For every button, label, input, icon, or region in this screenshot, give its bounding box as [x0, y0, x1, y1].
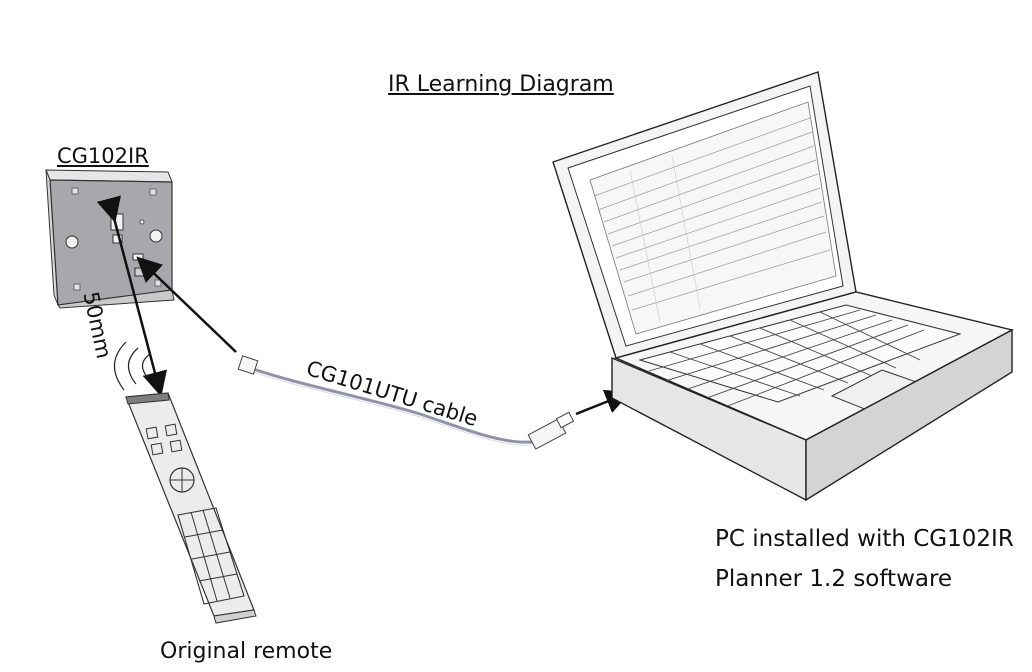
pc-label-line1: PC installed with CG102IR	[715, 526, 1014, 552]
remote-label: Original remote	[160, 639, 333, 664]
cable-to-device-arrow	[136, 256, 237, 353]
device-label: CG102IR	[57, 144, 149, 168]
usb-cable-icon	[237, 355, 575, 450]
ir-signal-waves-icon	[113, 341, 151, 391]
ir-device-icon	[45, 169, 175, 309]
distance-arrow	[96, 195, 167, 397]
laptop-icon	[552, 71, 1014, 502]
remote-control-icon	[125, 392, 257, 624]
pc-label-line2: Planner 1.2 software	[715, 566, 953, 592]
diagram-title: IR Learning Diagram	[388, 72, 614, 97]
